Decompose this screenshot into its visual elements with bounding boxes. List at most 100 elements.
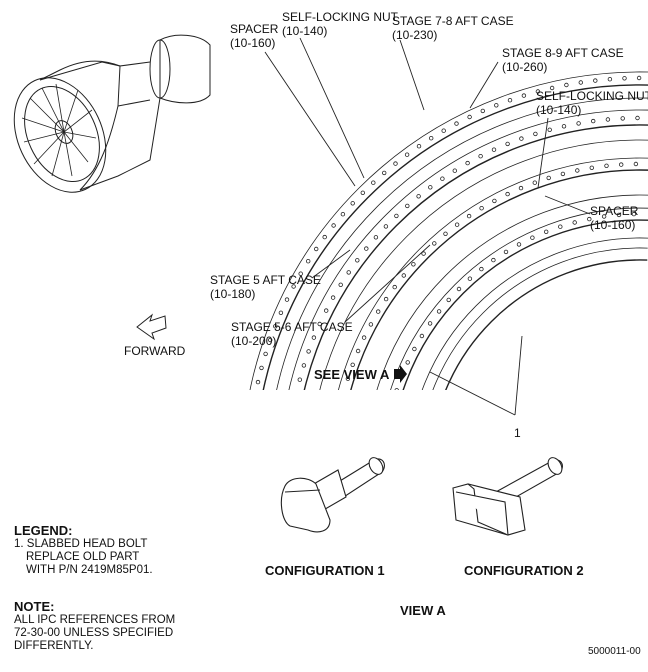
flange-bolt — [297, 377, 302, 382]
case-ring-arc — [390, 207, 648, 390]
flange-bolt — [404, 152, 410, 157]
callout-stage-5-6-name: STAGE 5-6 AFT CASE — [231, 320, 353, 334]
flange-bolt — [364, 246, 369, 251]
flange-bolt — [412, 346, 417, 352]
callout-stage-5-ref: (10-180) — [210, 287, 256, 301]
flange-bolt — [405, 203, 410, 209]
flange-bolt — [607, 76, 613, 82]
callout-stage-5-6-ref: (10-200) — [231, 334, 277, 348]
flange-bolt — [251, 409, 255, 413]
forward-arrow-icon — [136, 313, 167, 341]
callout-stage-7-8-name: STAGE 7-8 AFT CASE — [392, 14, 514, 28]
flange-bolt — [383, 296, 389, 302]
flange-bolt — [604, 163, 609, 168]
flange-bolt — [564, 82, 569, 88]
flange-bolt — [560, 171, 566, 177]
flange-bolt — [467, 276, 473, 281]
flange-bolt — [317, 321, 322, 327]
callout-nut-top: SELF-LOCKING NUT (10-140) — [282, 10, 398, 38]
flange-bolt — [345, 376, 351, 381]
flange-bolt — [544, 229, 549, 234]
flange-bolt — [427, 321, 433, 326]
note: NOTE: ALL IPC REFERENCES FROM 72-30-00 U… — [14, 600, 175, 653]
flange-bolt — [295, 392, 299, 396]
flange-bolt — [338, 282, 343, 287]
flange-bolt — [291, 284, 296, 289]
flange-bolt — [480, 108, 485, 114]
flange-bolt — [635, 115, 640, 121]
flange-bolt — [549, 85, 555, 91]
slabbed-head-bolt-config-1 — [280, 457, 385, 533]
flange-bolt — [314, 246, 319, 252]
note-line-2: 72-30-00 UNLESS SPECIFIED — [14, 627, 174, 639]
flange-bolt — [521, 93, 527, 98]
flange-bolt — [292, 407, 296, 411]
flange-bolt — [383, 224, 389, 229]
flange-bolt — [259, 365, 264, 371]
view-a-label: VIEW A — [400, 603, 446, 618]
flange-bolt — [533, 131, 538, 137]
flange-bolt — [518, 185, 524, 191]
aft-case-rings — [249, 71, 648, 390]
flange-bolt — [454, 222, 460, 227]
flange-bolt — [454, 121, 459, 126]
callout-nut-top-name: SELF-LOCKING NUT — [282, 10, 399, 24]
callout-stage-7-8: STAGE 7-8 AFT CASE (10-230) — [392, 14, 514, 42]
flange-bolt — [465, 160, 470, 166]
flange-bolt — [591, 118, 596, 124]
callout-stage-8-9-name: STAGE 8-9 AFT CASE — [502, 46, 624, 60]
flange-bolt — [350, 362, 355, 367]
flange-bolt — [432, 241, 437, 246]
callout-stage-7-8-ref: (10-230) — [392, 28, 438, 42]
flange-bolt — [530, 235, 535, 240]
case-ring-arc — [338, 157, 648, 390]
flange-bolt — [411, 262, 416, 267]
flange-bolt — [416, 143, 422, 149]
flange-bolt — [631, 211, 637, 217]
case-ring-arc — [262, 84, 648, 390]
callout-nut-right-name: SELF-LOCKING NUT — [536, 89, 648, 103]
flange-bolt — [355, 348, 361, 354]
flange-bolt — [619, 162, 624, 167]
flange-bolt — [331, 223, 336, 228]
flange-bolt — [350, 201, 355, 206]
forward-label: FORWARD — [124, 344, 186, 358]
flange-bolt — [322, 234, 327, 240]
callout-spacer-top: SPACER (10-160) — [230, 22, 278, 50]
flange-bolt — [547, 127, 552, 132]
engine-thumbnail — [13, 34, 211, 193]
callout-nut-right: SELF-LOCKING NUT (10-140) — [536, 89, 648, 117]
flange-bolt — [479, 266, 484, 272]
flange-bolt — [546, 175, 551, 181]
flange-bolt — [492, 198, 497, 204]
flange-bolt — [301, 363, 307, 368]
flange-bolt — [416, 194, 421, 199]
flange-bolt — [441, 128, 446, 133]
flange-bolt — [405, 360, 410, 365]
flange-bolt — [587, 216, 592, 222]
flange-bolt — [576, 121, 581, 126]
flange-bolt — [519, 136, 524, 141]
flange-bolt — [373, 235, 379, 240]
flange-bolt — [507, 97, 513, 103]
flange-bolt — [360, 190, 365, 195]
configuration-2-label: CONFIGURATION 2 — [464, 563, 584, 578]
flange-bolt — [421, 251, 426, 256]
case-ring-arc — [421, 237, 648, 390]
flange-bolt — [355, 258, 360, 263]
flange-bolt — [382, 170, 387, 176]
flange-bolt — [278, 310, 284, 315]
flange-bolt — [494, 103, 499, 108]
callout-nut-right-ref: (10-140) — [536, 103, 582, 117]
flange-bolt — [436, 309, 442, 314]
flange-bolt — [440, 176, 445, 181]
flange-bolt — [561, 124, 567, 129]
figure-id: 5000011-00 — [588, 646, 641, 657]
callout-stage-8-9: STAGE 8-9 AFT CASE (10-260) — [502, 46, 624, 74]
flange-bolt — [622, 76, 627, 81]
note-title: NOTE: — [14, 599, 55, 614]
flange-bolt — [419, 333, 425, 339]
legend-line-3: WITH P/N 2419M85P01. — [26, 564, 153, 576]
callout-stage-8-9-ref: (10-260) — [502, 60, 548, 74]
